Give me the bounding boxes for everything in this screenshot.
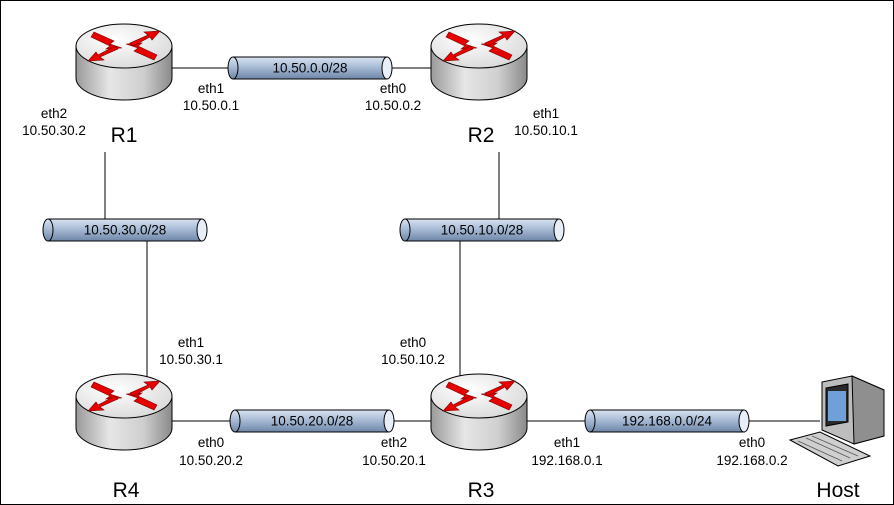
interface-ip: 10.50.20.1 [362,453,426,468]
router-icon [430,373,528,451]
interface-r1-eth1: eth1 10.50.0.1 [183,81,239,113]
interface-name: eth1 [178,335,204,350]
router-r2: R2 [430,23,528,147]
network-segment-r3-host: 192.168.0.0/24 [584,409,750,433]
interface-r4-eth1: eth1 10.50.30.1 [159,335,223,367]
router-r3: R3 [430,373,528,502]
router-name: R1 [111,124,138,147]
interface-r1-eth2: eth2 10.50.30.2 [22,106,86,138]
interface-name: eth0 [380,81,406,96]
interface-ip: 10.50.10.2 [381,352,445,367]
interface-ip: 10.50.30.2 [22,123,86,138]
interface-r4-eth0: eth0 10.50.20.2 [179,435,243,468]
router-name: R3 [468,479,495,502]
interface-ip: 192.168.0.1 [531,453,602,468]
interface-name: eth2 [381,435,407,450]
interface-name: eth0 [400,335,426,350]
interface-ip: 192.168.0.2 [716,453,787,468]
interface-name: eth1 [533,106,559,121]
interface-ip: 10.50.10.1 [514,123,578,138]
network-label: 10.50.30.0/28 [84,223,167,238]
interface-name: eth0 [198,435,224,450]
interface-name: eth1 [554,435,580,450]
network-segment-r1-r2: 10.50.0.0/28 [227,56,393,80]
network-label: 10.50.0.0/28 [272,61,347,76]
interface-ip: 10.50.0.1 [183,98,239,113]
network-segment-r1-r4: 10.50.30.0/28 [42,218,208,242]
interface-r2-eth0: eth0 10.50.0.2 [365,81,421,113]
interface-ip: 10.50.20.2 [179,453,243,468]
interface-ip: 10.50.30.1 [159,352,223,367]
interface-ip: 10.50.0.2 [365,98,421,113]
network-label: 192.168.0.0/24 [622,414,713,429]
network-segment-r2-r3: 10.50.10.0/28 [399,218,565,242]
host-computer: Host [788,375,885,502]
links [104,67,820,422]
interface-r3-eth0: eth0 10.50.10.2 [381,335,445,367]
router-name: R4 [113,479,140,502]
network-segment-r3-r4: 10.50.20.0/28 [229,409,395,433]
interface-name: eth2 [41,106,67,121]
interface-r2-eth1: eth1 10.50.10.1 [514,106,578,138]
network-label: 10.50.10.0/28 [441,223,524,238]
interface-host-eth0: eth0 192.168.0.2 [716,435,787,468]
interface-r3-eth2: eth2 10.50.20.1 [362,435,426,468]
computer-icon [788,375,885,467]
interface-name: eth1 [198,81,224,96]
host-name: Host [816,479,859,502]
router-r4: R4 [75,373,173,502]
network-label: 10.50.20.0/28 [271,414,354,429]
router-r1: R1 [75,23,173,147]
interface-name: eth0 [739,435,765,450]
interface-r3-eth1: eth1 192.168.0.1 [531,435,602,468]
router-name: R2 [468,124,495,147]
router-icon [75,373,173,451]
router-icon [430,23,528,101]
router-icon [75,23,173,101]
